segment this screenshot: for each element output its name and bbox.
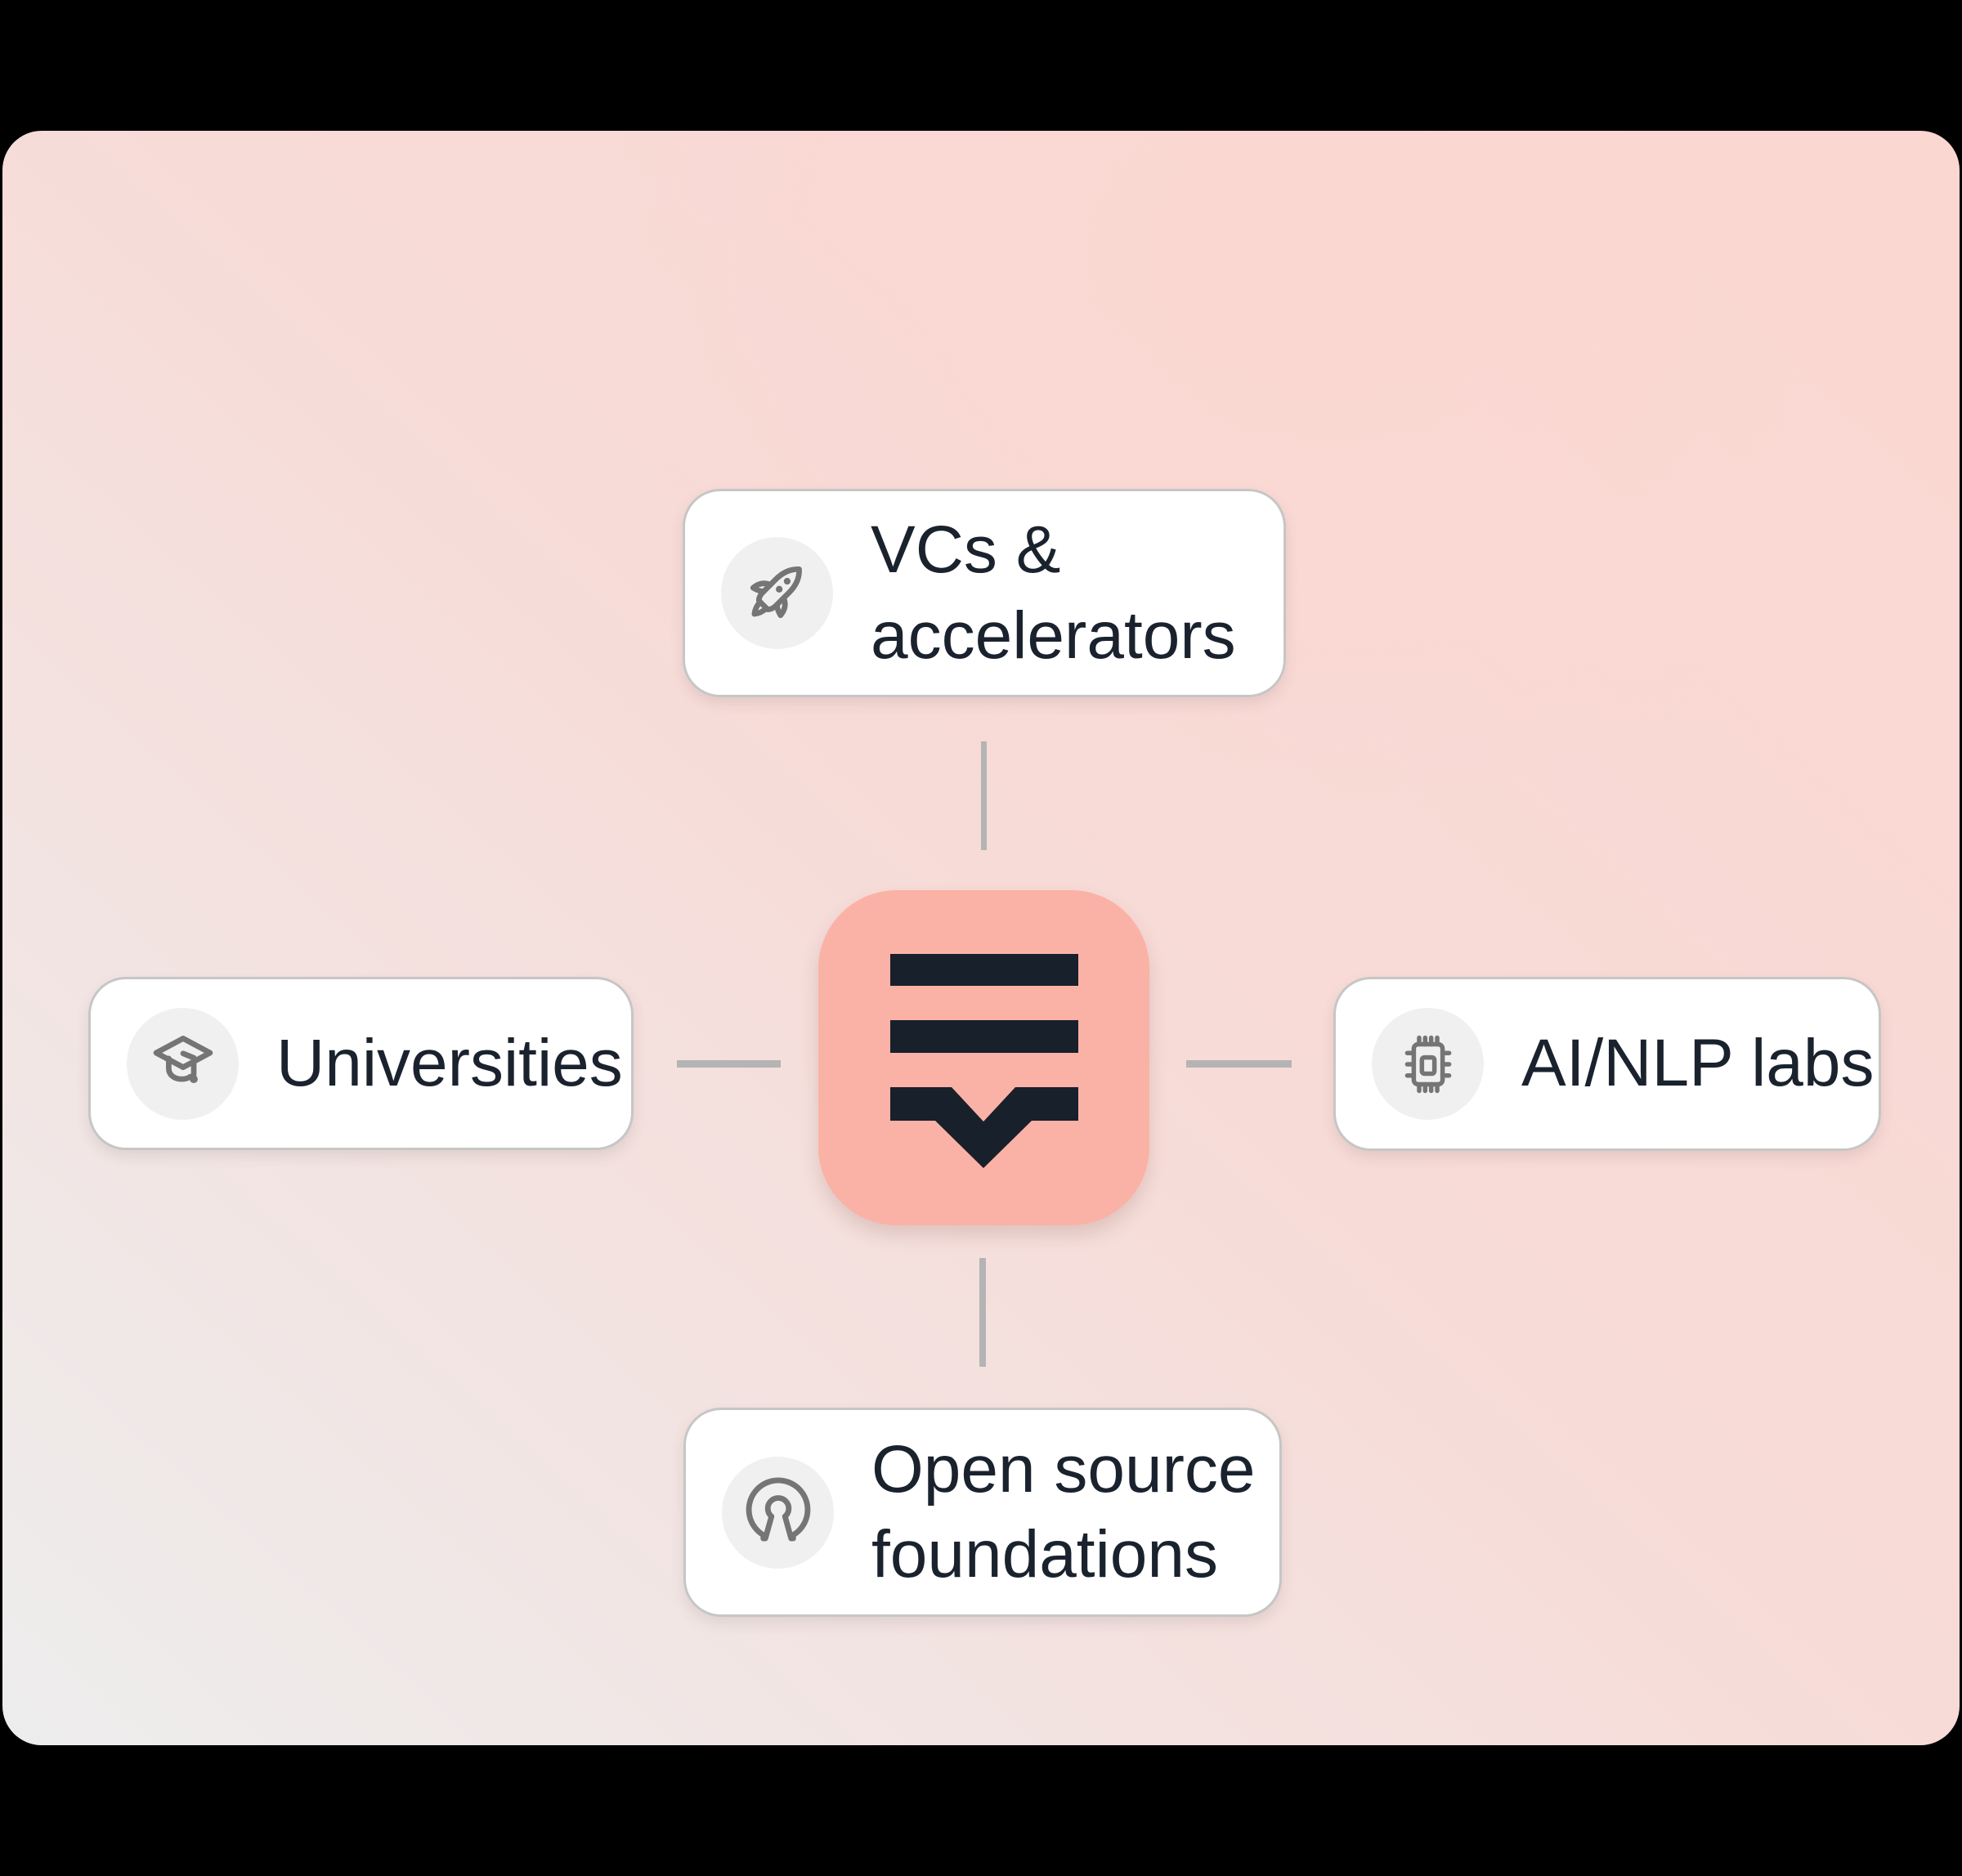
deepset-logo-icon: [889, 954, 1078, 1168]
node-vcs-accelerators: VCs & accelerators: [683, 489, 1286, 697]
graduation-cap-icon: [127, 1007, 239, 1120]
connector-bottom: [979, 1258, 986, 1367]
node-label-open-source-foundations: Open source foundations: [871, 1431, 1256, 1592]
node-label-universities: Universities: [276, 1025, 623, 1100]
chip-icon: [1372, 1008, 1484, 1120]
open-source-icon: [722, 1456, 834, 1569]
node-ai-nlp-labs: AI/NLP labs: [1333, 977, 1881, 1151]
gradient-panel: VCs & accelerators Universities: [2, 131, 1960, 1745]
connector-top: [981, 741, 987, 850]
node-label-vcs-accelerators: VCs & accelerators: [871, 513, 1236, 673]
node-open-source-foundations: Open source foundations: [683, 1408, 1282, 1617]
deepset-logo-tile: [818, 890, 1149, 1225]
node-label-ai-nlp-labs: AI/NLP labs: [1521, 1026, 1875, 1101]
rocket-icon: [721, 537, 833, 649]
connector-right: [1186, 1060, 1292, 1068]
node-universities: Universities: [88, 977, 634, 1150]
connector-left: [677, 1060, 781, 1068]
